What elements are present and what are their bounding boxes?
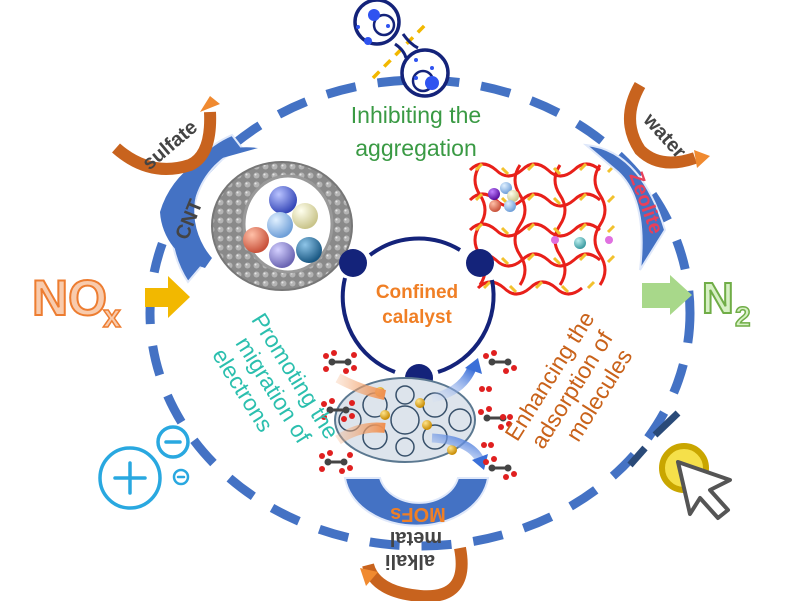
aggregation-particles-icon <box>353 0 450 98</box>
alkali-metal-label-line1: alkali <box>385 550 435 572</box>
mofs-label: MOFs <box>390 503 446 525</box>
function-label-inhibit-line2: aggregation <box>355 135 477 161</box>
mofs-host-arc: MOFs <box>343 477 490 527</box>
input-arrow <box>145 276 190 318</box>
zeolite-structure-icon <box>468 162 616 296</box>
nox-input: NO x <box>31 269 122 335</box>
center-label-line2: calalyst <box>382 307 452 328</box>
alkali-metal-resistance-arrow: metal alkali <box>360 527 468 601</box>
electron-charge-icon <box>98 425 190 510</box>
n2-label: N <box>702 274 734 323</box>
cnt-structure-icon <box>211 161 353 291</box>
function-label-enhance: Enhancing the adsorption of molecules <box>499 307 637 453</box>
n2-subscript: 2 <box>735 301 751 332</box>
mof-structure-icon <box>334 358 488 470</box>
n2-output: N 2 <box>701 273 751 333</box>
function-label-inhibit-line1: Inhibiting the <box>351 102 481 128</box>
alkali-metal-label-line2: metal <box>390 527 442 549</box>
outer-dashed-ring <box>145 75 695 551</box>
molecule-icons <box>319 350 517 480</box>
center-label-line1: Confined <box>376 282 458 303</box>
output-arrow <box>642 275 692 315</box>
function-label-promote: Promoting the migration of electrons <box>207 308 344 448</box>
nox-label: NO <box>32 270 107 326</box>
cursor-click-icon <box>627 410 732 520</box>
water-resistance-arrow: water <box>624 82 710 169</box>
nox-subscript: x <box>103 298 121 334</box>
